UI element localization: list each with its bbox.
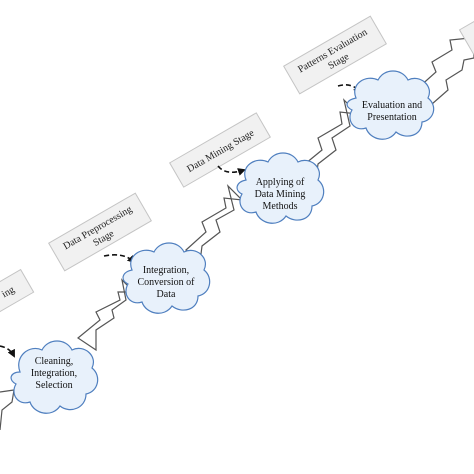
stage-banner-0: ing	[0, 268, 35, 323]
step-cloud-2-line2: Data Mining	[255, 189, 306, 200]
step-cloud-3-line2: Presentation	[367, 112, 416, 123]
step-cloud-0-line3: Selection	[35, 380, 72, 391]
step-cloud-1: Integration, Conversion of Data	[122, 242, 211, 314]
step-cloud-0-line2: Integration,	[31, 368, 77, 379]
step-cloud-1-line1: Integration,	[143, 265, 189, 276]
flow-arrow-0	[0, 389, 15, 431]
stage-banner-edge-shape	[458, 14, 474, 55]
stage-banner-2-shape	[169, 112, 271, 188]
stage-banner-3-shape	[283, 15, 387, 95]
step-cloud-2-shape	[236, 152, 325, 224]
step-cloud-1-line2: Conversion of	[138, 277, 196, 288]
stage-banner-0-shape	[0, 268, 35, 323]
step-cloud-2-line3: Methods	[263, 201, 298, 212]
dashed-link-1	[103, 254, 136, 264]
stage-banner-1-shape	[48, 192, 152, 272]
dashed-link-3	[337, 84, 362, 94]
dashed-link-2	[217, 165, 246, 176]
step-cloud-1-shape	[122, 242, 211, 314]
step-cloud-2: Applying of Data Mining Methods	[236, 152, 325, 224]
flow-arrow-4	[417, 33, 474, 105]
flow-arrow-3	[298, 98, 360, 179]
step-cloud-3: Evaluation and Presentation	[346, 70, 435, 140]
step-cloud-3-line1: Evaluation and	[362, 100, 422, 111]
step-cloud-0: Cleaning, Integration, Selection	[10, 340, 99, 414]
flow-arrow-1	[76, 278, 136, 352]
step-cloud-3-shape	[346, 70, 435, 140]
step-cloud-0-shape	[10, 340, 99, 414]
stage-banner-edge	[458, 14, 474, 55]
flow-arrow-2	[185, 184, 244, 264]
step-cloud-2-line1: Applying of	[256, 177, 305, 188]
step-cloud-0-line1: Cleaning,	[35, 356, 74, 367]
step-cloud-1-line3: Data	[157, 289, 176, 300]
dashed-link-0	[0, 345, 15, 358]
